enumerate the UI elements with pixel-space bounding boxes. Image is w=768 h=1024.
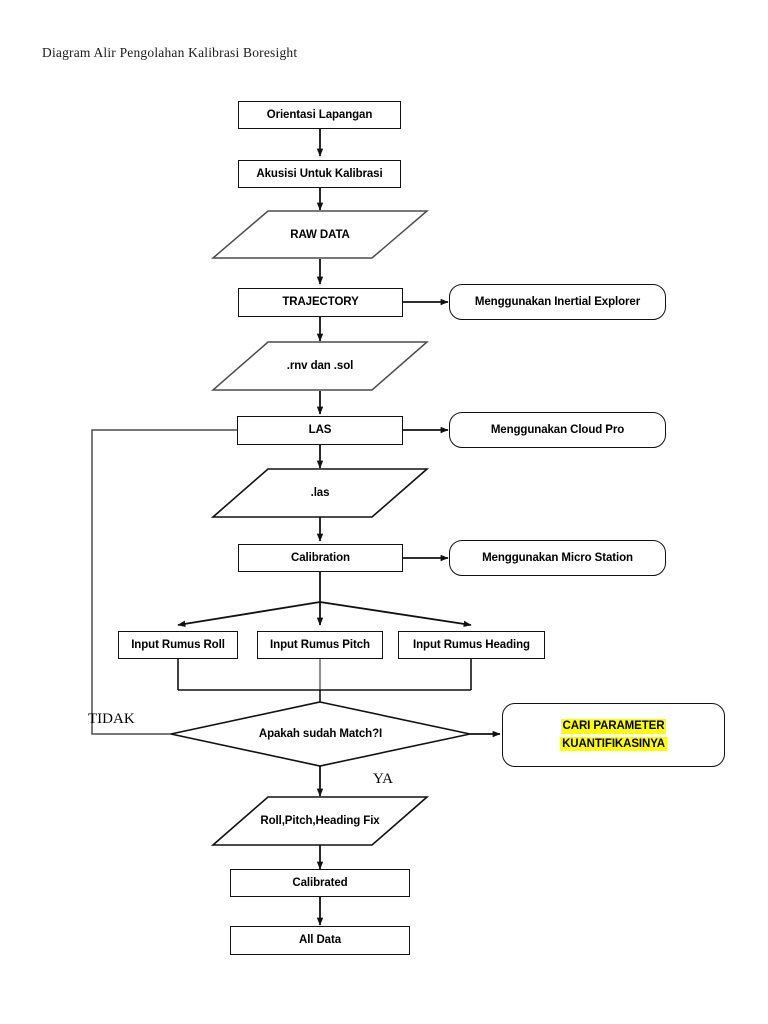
node-input-rumus-heading[interactable]: Input Rumus Heading bbox=[398, 631, 545, 659]
node-menggunakan-micro-station[interactable]: Menggunakan Micro Station bbox=[449, 540, 666, 576]
node-las[interactable]: LAS bbox=[237, 416, 403, 445]
node-label: Roll,Pitch,Heading Fix bbox=[260, 815, 380, 827]
node-las-file[interactable]: .las bbox=[213, 469, 427, 517]
node-label: All Data bbox=[298, 934, 342, 947]
edge-label-ya: YA bbox=[373, 771, 394, 787]
node-calibration[interactable]: Calibration bbox=[238, 544, 403, 572]
node-menggunakan-inertial-explorer[interactable]: Menggunakan Inertial Explorer bbox=[449, 284, 666, 320]
node-label: Menggunakan Inertial Explorer bbox=[474, 295, 641, 308]
page-title: Diagram Alir Pengolahan Kalibrasi Boresi… bbox=[42, 45, 298, 60]
edge-calibration-roll bbox=[177, 601, 321, 627]
node-label: Input Rumus Heading bbox=[413, 638, 530, 651]
node-decision-apakah-sudah-match[interactable]: Apakah sudah Match?I bbox=[171, 702, 470, 766]
node-label: TRAJECTORY bbox=[282, 296, 359, 309]
node-label: Apakah sudah Match?I bbox=[258, 728, 383, 740]
shape-diamond-match bbox=[170, 701, 471, 767]
cari-parameter-line-1: CARI PARAMETER bbox=[560, 719, 667, 734]
shape-parallelogram-rphfix bbox=[210, 796, 430, 846]
node-all-data[interactable]: All Data bbox=[230, 926, 410, 955]
node-input-rumus-pitch[interactable]: Input Rumus Pitch bbox=[257, 631, 383, 659]
node-label: Input Rumus Pitch bbox=[270, 638, 370, 651]
node-label: RAW DATA bbox=[290, 229, 350, 241]
node-akusisi-untuk-kalibrasi[interactable]: Akusisi Untuk Kalibrasi bbox=[238, 160, 401, 188]
node-label: .rnv dan .sol bbox=[286, 360, 354, 372]
node-raw-data[interactable]: RAW DATA bbox=[213, 211, 427, 259]
cari-parameter-line-2: KUANTIFIKASINYA bbox=[560, 736, 667, 751]
node-label: Menggunakan Micro Station bbox=[482, 551, 633, 564]
shape-parallelogram-rnvsol bbox=[211, 341, 429, 391]
node-input-rumus-roll[interactable]: Input Rumus Roll bbox=[118, 631, 238, 659]
node-label: Input Rumus Roll bbox=[131, 638, 225, 651]
node-menggunakan-cloud-pro[interactable]: Menggunakan Cloud Pro bbox=[449, 412, 666, 448]
node-calibrated[interactable]: Calibrated bbox=[230, 869, 410, 897]
shape-parallelogram-lasfile bbox=[210, 468, 430, 518]
node-label: Calibration bbox=[291, 551, 350, 564]
edge-calibration-heading bbox=[319, 601, 472, 628]
node-rnv-dan-sol[interactable]: .rnv dan .sol bbox=[213, 342, 427, 390]
node-label: Menggunakan Cloud Pro bbox=[490, 423, 625, 436]
shape-parallelogram-rawdata bbox=[210, 210, 430, 259]
node-label: Calibrated bbox=[292, 876, 348, 889]
edge-label-tidak: TIDAK bbox=[88, 711, 135, 727]
node-roll-pitch-heading-fix[interactable]: Roll,Pitch,Heading Fix bbox=[213, 797, 427, 845]
node-orientasi-lapangan[interactable]: Orientasi Lapangan bbox=[238, 101, 401, 129]
node-label: Orientasi Lapangan bbox=[266, 108, 373, 121]
edge-decision-tidak-loop bbox=[91, 429, 237, 735]
node-label: LAS bbox=[308, 424, 332, 437]
node-trajectory[interactable]: TRAJECTORY bbox=[238, 288, 403, 317]
node-cari-parameter-kuantifikasinya[interactable]: CARI PARAMETER KUANTIFIKASINYA bbox=[502, 703, 725, 767]
node-label: Akusisi Untuk Kalibrasi bbox=[256, 167, 383, 180]
node-label: .las bbox=[310, 487, 330, 499]
